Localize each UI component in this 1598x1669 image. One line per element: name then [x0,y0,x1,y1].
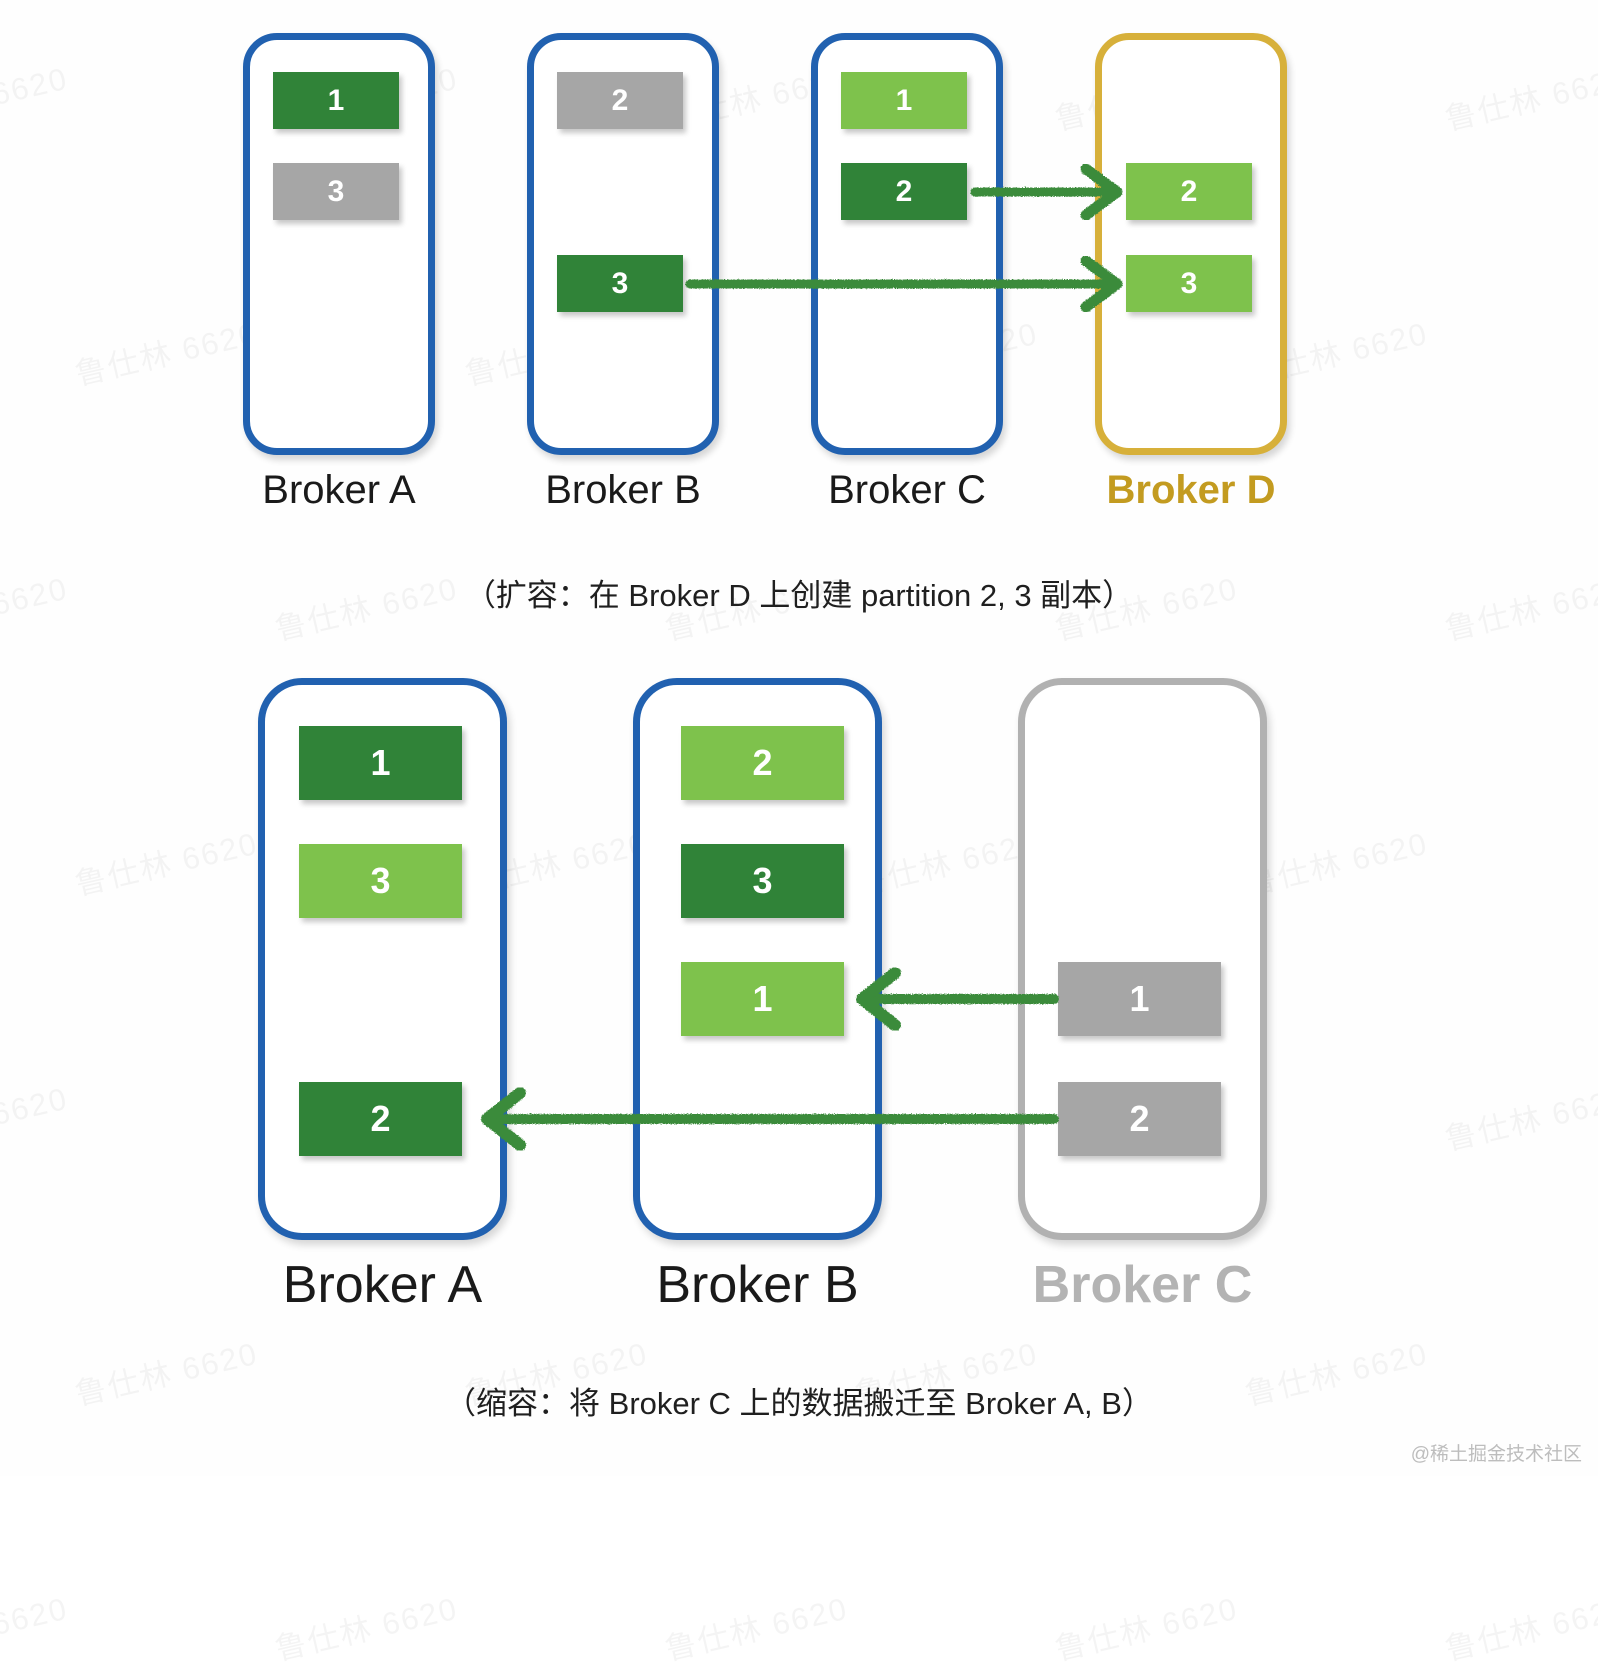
partition-block: 1 [841,72,967,129]
partition-block: 3 [557,255,683,312]
watermark-text: 鲁仕林 6620 [270,1583,462,1669]
watermark-text: 鲁仕林 6620 [0,1583,72,1669]
partition-block: 2 [1126,163,1252,220]
watermark-text: 鲁仕林 6620 [660,1583,852,1669]
broker-label-d-top: Broker D [1106,468,1276,512]
partition-block: 1 [1058,962,1221,1036]
caption-scale-out: （扩容：在 Broker D 上创建 partition 2, 3 副本） [464,578,1134,613]
caption-scale-in: （缩容：将 Broker C 上的数据搬迁至 Broker A, B） [445,1386,1153,1421]
diagram-canvas: 1 3 Broker A 2 3 Broker B 1 2 Broker C 2… [243,33,1582,1465]
partition-block: 3 [1126,255,1252,312]
partition-block: 1 [299,726,462,800]
partition-block: 2 [681,726,844,800]
partition-block: 3 [681,844,844,918]
partition-block: 2 [841,163,967,220]
broker-container-d-top [1095,33,1287,455]
partition-block: 1 [681,962,844,1036]
broker-label-c-top: Broker C [828,468,986,512]
credit-watermark: @稀土掘金技术社区 [1410,1444,1582,1465]
broker-label-a-bottom: Broker A [282,1256,483,1314]
partition-block: 2 [299,1082,462,1156]
partition-block: 3 [299,844,462,918]
broker-label-b-bottom: Broker B [656,1256,859,1314]
partition-block: 2 [557,72,683,129]
partition-block: 3 [273,163,399,220]
watermark-text: 鲁仕林 6620 [1050,1583,1242,1669]
partition-block: 2 [1058,1082,1221,1156]
broker-label-a-top: Broker A [262,468,416,512]
broker-label-b-top: Broker B [545,468,701,512]
partition-block: 1 [273,72,399,129]
broker-label-c-bottom: Broker C [1032,1256,1253,1314]
watermark-text: 鲁仕林 6620 [1440,1583,1598,1669]
